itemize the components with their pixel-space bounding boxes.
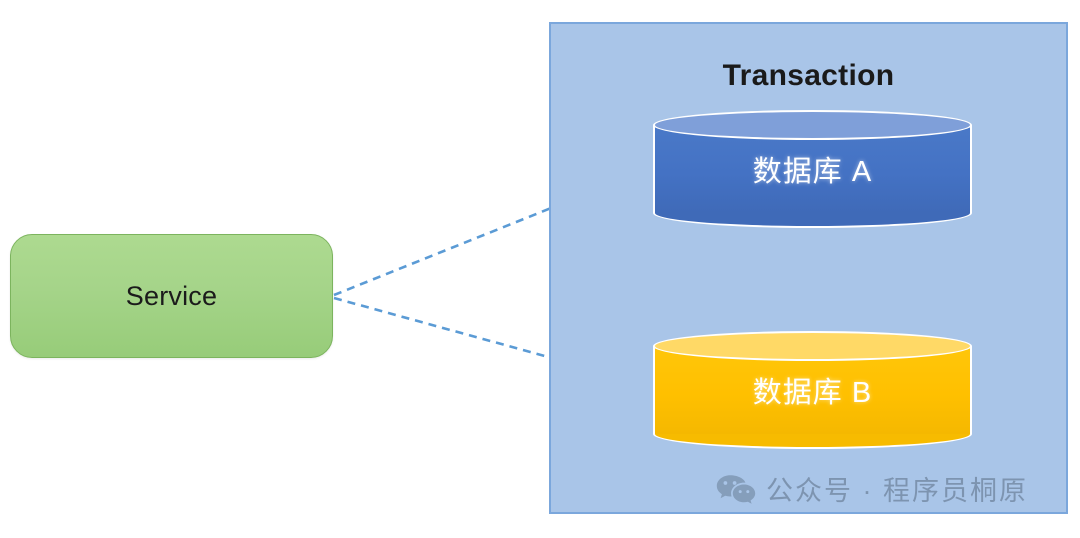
transaction-title: Transaction bbox=[722, 59, 895, 92]
wechat-icon bbox=[716, 475, 756, 504]
service-node-label: Service bbox=[125, 280, 218, 311]
database-a-cylinder-top bbox=[653, 110, 972, 140]
watermark-text: 公众号 · 程序员桐原 bbox=[766, 475, 1028, 506]
watermark: 公众号 · 程序员桐原 bbox=[716, 474, 1028, 508]
database-a-node[interactable]: 数据库 A bbox=[653, 110, 972, 228]
database-a-label: 数据库 A bbox=[752, 156, 873, 188]
database-b-label: 数据库 B bbox=[752, 377, 873, 409]
database-b-node[interactable]: 数据库 B bbox=[653, 331, 972, 449]
database-b-cylinder-top bbox=[653, 331, 972, 361]
service-node[interactable]: Service bbox=[10, 234, 333, 358]
